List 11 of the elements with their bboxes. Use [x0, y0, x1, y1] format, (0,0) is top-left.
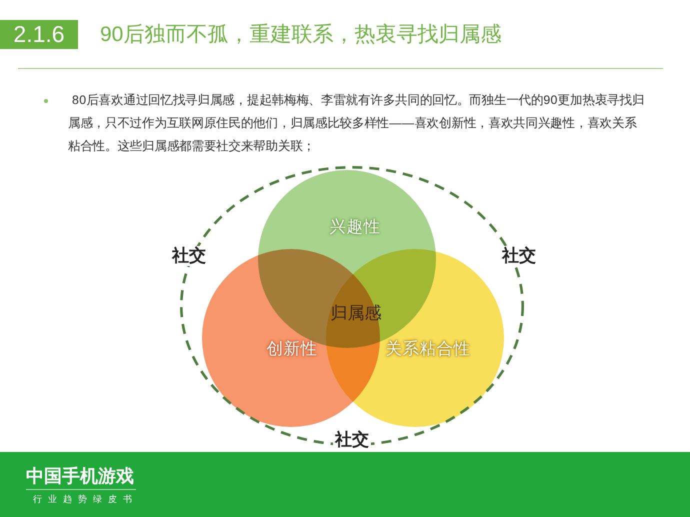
footer-title: 中国手机游戏 [26, 465, 134, 487]
section-number: 2.1.6 [0, 20, 78, 49]
circle-label: 兴趣性 [330, 217, 380, 238]
side-label: 社交 [500, 246, 538, 266]
side-label: 社交 [170, 246, 208, 266]
body-paragraph: 80后喜欢通过回忆找寻归属感，提起韩梅梅、李雷就有许多共同的回忆。而独生一代的90更加热衷寻找归属感，只不过作为互联网原住民的他们，归属感比较多样性——喜欢创新性，喜欢共同兴趣性，喜欢关系粘合性。这些归属感都需要社交来帮助关联； [68, 92, 646, 155]
footer-subtitle: 行业趋势绿皮书 [33, 493, 138, 505]
slide-title: 90后独而不孤，重建联系，热衷寻找归属感 [100, 22, 502, 48]
side-label: 社交 [333, 430, 371, 450]
circle-label: 关系粘合性 [386, 339, 470, 360]
circle-label: 创新性 [266, 339, 318, 360]
